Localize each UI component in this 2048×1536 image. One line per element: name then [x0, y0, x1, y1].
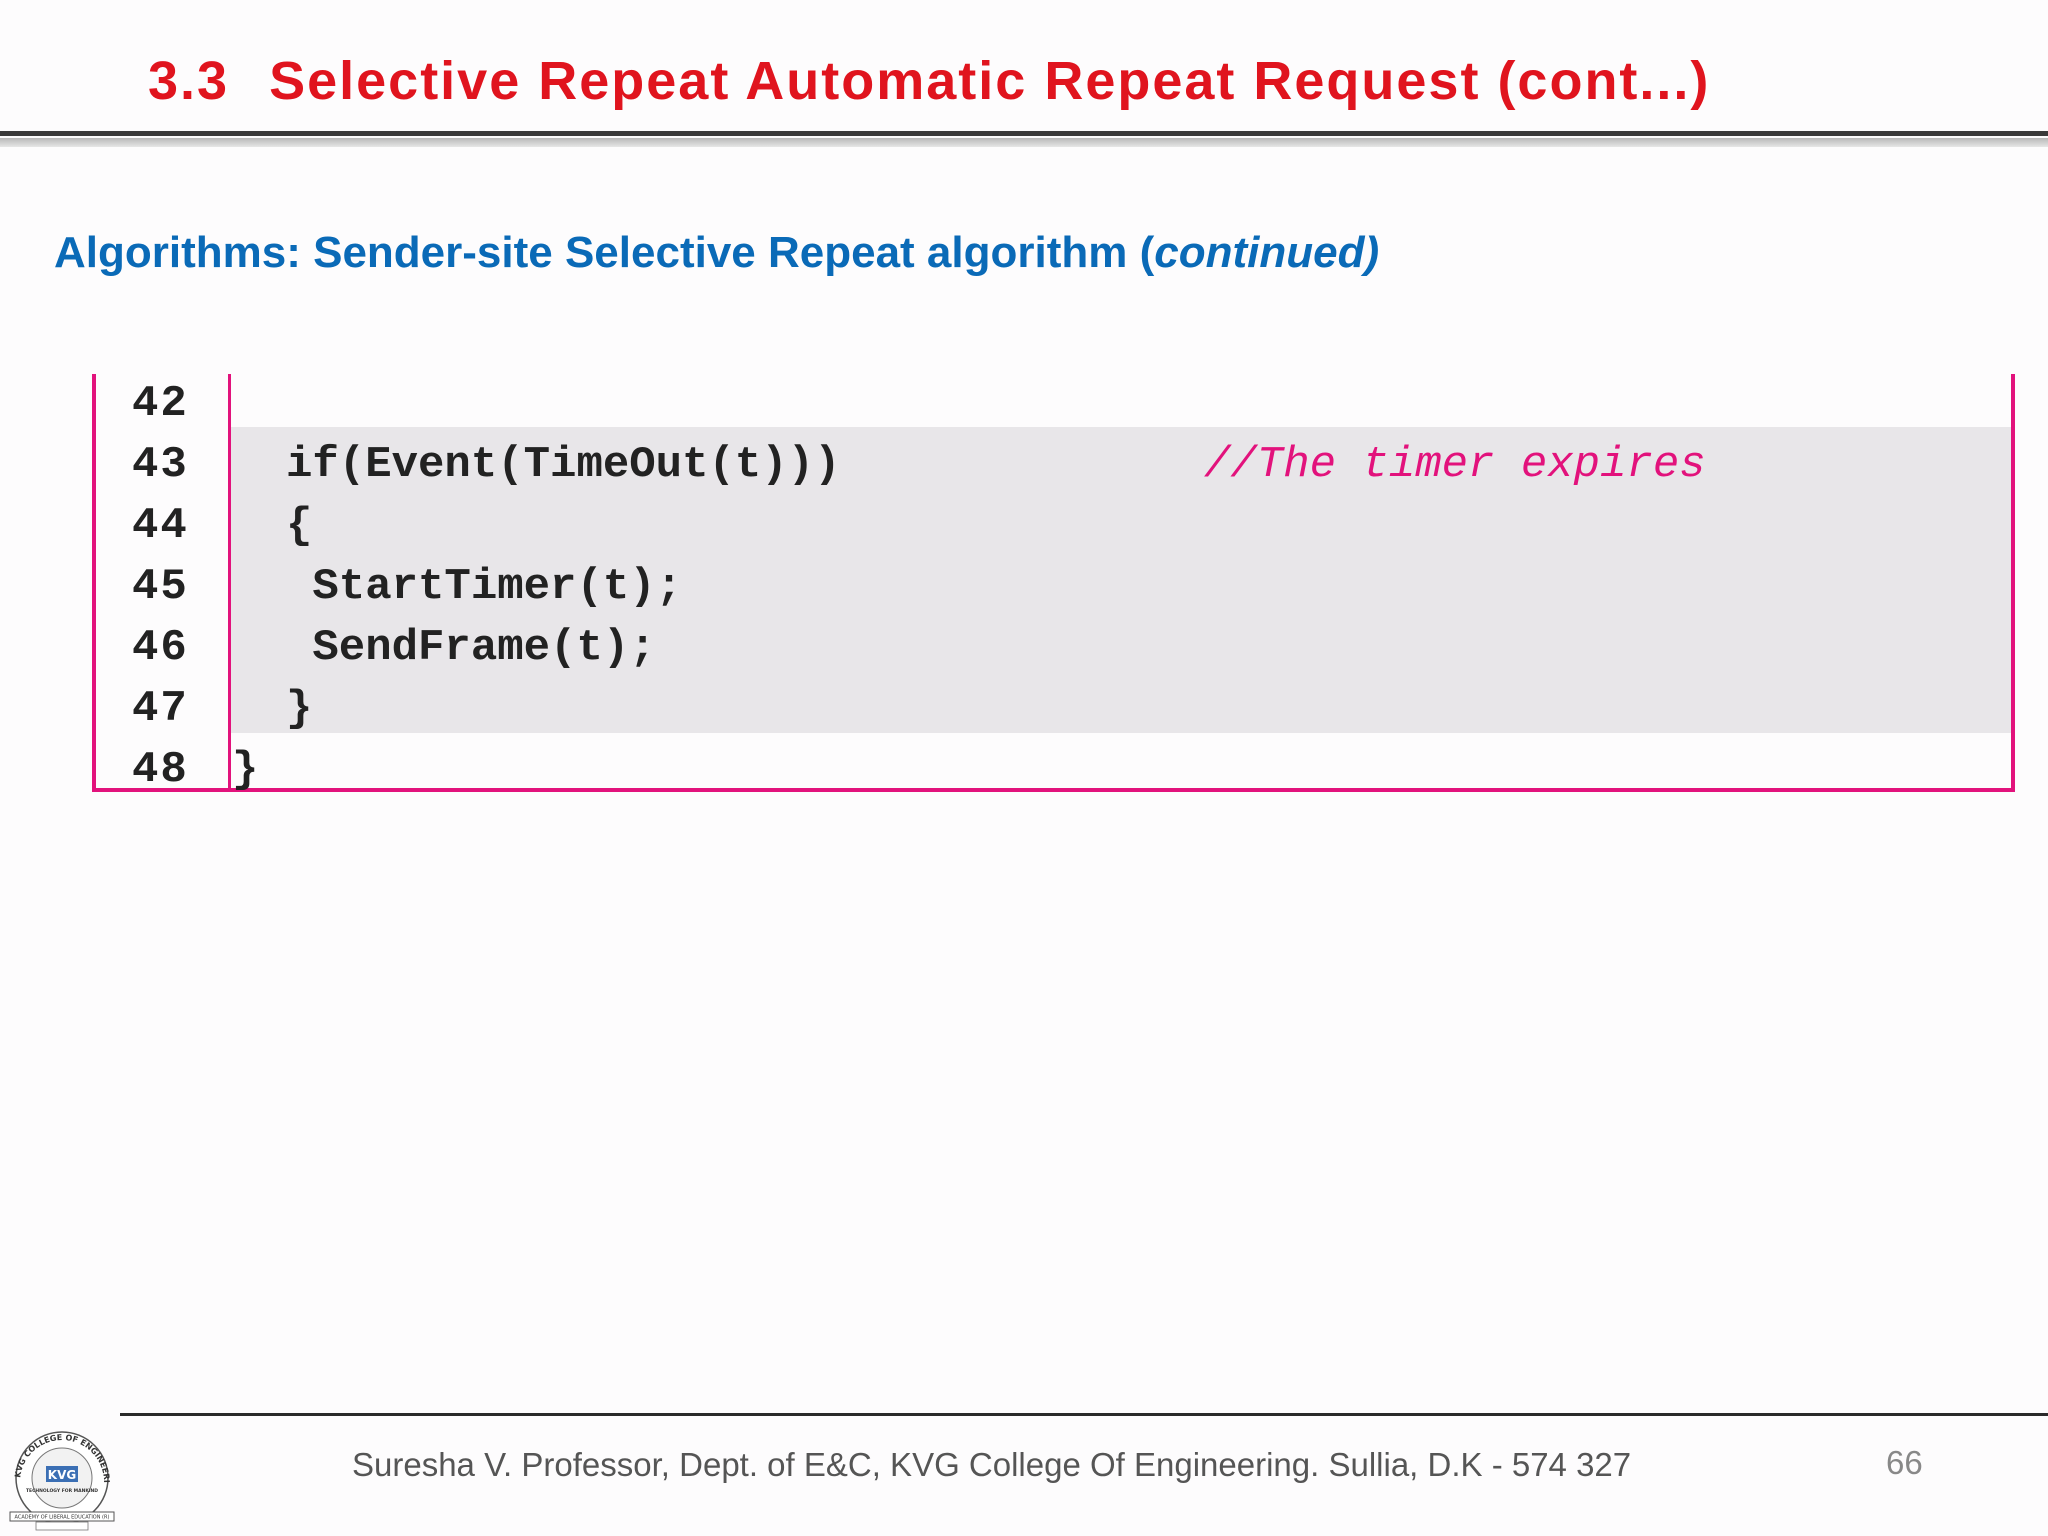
code-text: SendFrame(t);	[286, 623, 656, 673]
logo-motto: TECHNOLOGY FOR MANKIND	[26, 1488, 98, 1494]
title-divider-shadow	[0, 138, 2048, 147]
line-number: 46	[132, 623, 189, 673]
subtitle-main: Algorithms: Sender-site Selective Repeat…	[54, 228, 1155, 277]
code-line: 46 SendFrame(t);	[96, 618, 2011, 679]
code-line: 45 StartTimer(t);	[96, 557, 2011, 618]
section-number: 3.3	[148, 51, 230, 111]
slide-subtitle: Algorithms: Sender-site Selective Repeat…	[54, 228, 1379, 278]
code-text: if(Event(TimeOut(t)))	[286, 440, 841, 490]
line-number: 47	[132, 684, 189, 734]
logo-banner: ACADEMY OF LIBERAL EDUCATION (R)	[15, 1515, 110, 1521]
code-text: }	[286, 684, 313, 734]
code-text: {	[286, 501, 313, 551]
code-listing: 42 43 if(Event(TimeOut(t))) //The timer …	[92, 374, 2015, 795]
title-divider	[0, 131, 2048, 136]
college-logo: KVG COLLEGE OF ENGINEERING KVG TECHNOLOG…	[6, 1420, 115, 1531]
code-line: 47 }	[96, 679, 2011, 740]
line-number: 44	[132, 501, 189, 551]
footer-credit: Suresha V. Professor, Dept. of E&C, KVG …	[352, 1446, 1632, 1483]
code-text: }	[232, 745, 259, 795]
code-line: 42	[96, 374, 2011, 435]
code-text: StartTimer(t);	[286, 562, 683, 612]
code-line: 43 if(Event(TimeOut(t))) //The timer exp…	[96, 435, 2011, 496]
line-number: 42	[132, 379, 189, 429]
line-number: 45	[132, 562, 189, 612]
page-number: 66	[1886, 1444, 1923, 1481]
line-number: 43	[132, 440, 189, 490]
logo-initials: KVG	[48, 1468, 76, 1482]
line-number: 48	[132, 745, 189, 795]
subtitle-italic: continued)	[1154, 228, 1380, 277]
gutter-divider	[228, 374, 231, 788]
code-comment: //The timer expires	[1204, 440, 1706, 490]
footer-divider	[120, 1413, 2048, 1416]
code-line: 48 }	[96, 740, 2011, 801]
code-highlight-block	[231, 427, 2011, 733]
title-text: Selective Repeat Automatic Repeat Reques…	[269, 51, 1711, 111]
slide-title: 3.3 Selective Repeat Automatic Repeat Re…	[148, 46, 1710, 116]
code-line: 44 {	[96, 496, 2011, 557]
